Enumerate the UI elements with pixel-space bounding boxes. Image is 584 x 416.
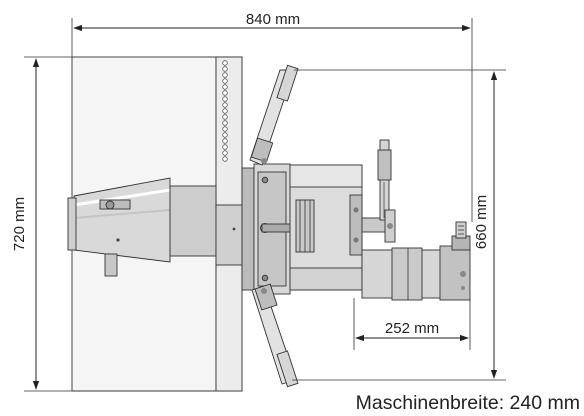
machine-drawing [67, 56, 471, 392]
flange [215, 163, 303, 295]
feed-lever [361, 139, 396, 243]
upper-height-label: 660 mm [473, 195, 490, 249]
lower-tool-arm [251, 283, 299, 388]
overall-width-label: 840 mm [246, 11, 300, 28]
upper-tool-arm [249, 64, 299, 166]
main-housing [289, 164, 363, 291]
clamping-cone [67, 177, 217, 277]
motor-length-label: 252 mm [385, 320, 439, 337]
dimension-lines [24, 18, 506, 392]
dimension-labels: 840 mm 720 mm 660 mm 252 mm [11, 11, 490, 337]
machine-width-caption: Maschinenbreite: 240 mm [356, 392, 580, 414]
overall-height-label: 720 mm [11, 197, 28, 251]
drive-motor [361, 221, 471, 301]
hole-column [222, 60, 228, 162]
